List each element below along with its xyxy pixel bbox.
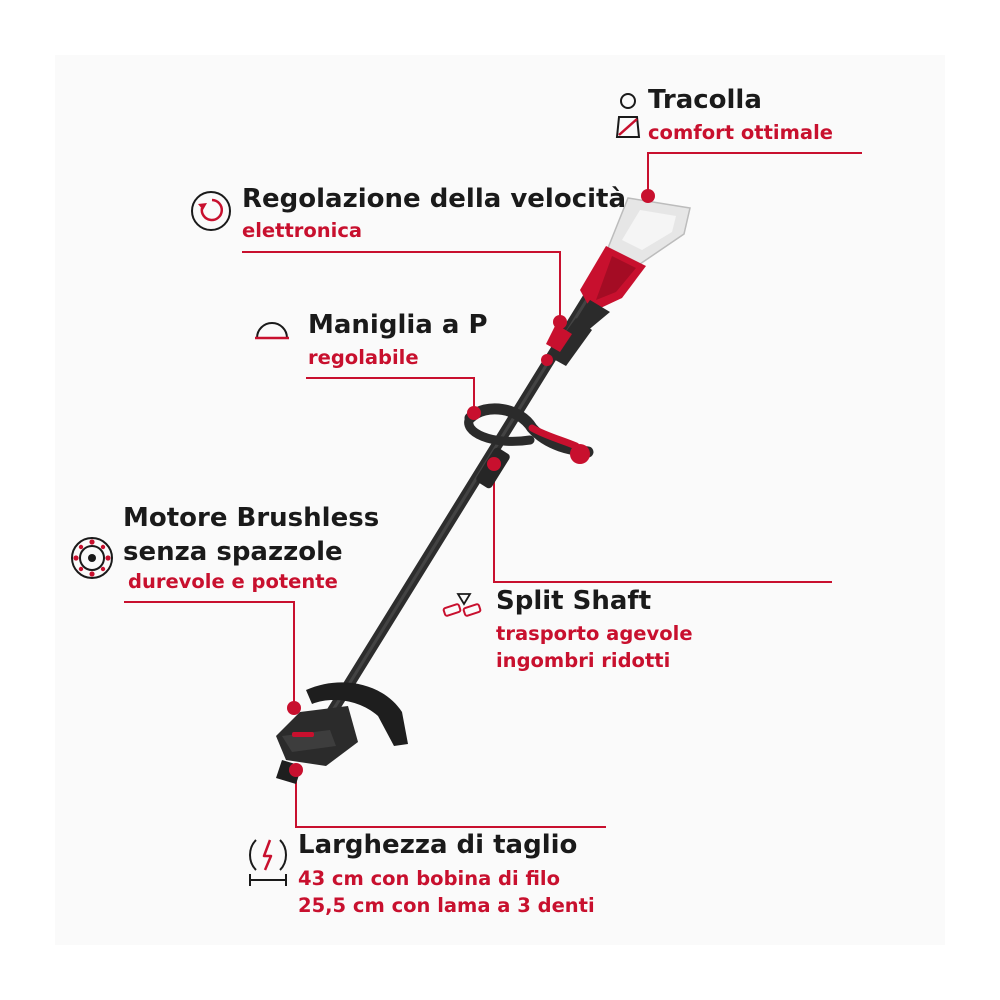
tracolla-title: Tracolla xyxy=(648,85,762,115)
cutting-width-icon xyxy=(249,839,287,886)
motore-title-line1: Motore Brushless xyxy=(123,503,380,533)
callout-line-maniglia xyxy=(306,377,475,410)
split-shaft-icon xyxy=(442,593,482,617)
trigger-handle xyxy=(541,318,592,366)
split-subtitle-line1: trasporto agevole xyxy=(496,622,693,645)
velocita-subtitle: elettronica xyxy=(242,219,363,242)
cutting-head xyxy=(276,682,408,784)
callout-line-motore xyxy=(124,601,295,706)
callout-dot-taglio xyxy=(289,763,303,777)
speed-dial-icon xyxy=(191,191,231,231)
callout-line-taglio xyxy=(295,772,606,828)
callout-dot-split xyxy=(487,457,501,471)
maniglia-title: Maniglia a P xyxy=(308,310,488,340)
taglio-title: Larghezza di taglio xyxy=(298,830,578,860)
taglio-subtitle-line2: 25,5 cm con lama a 3 denti xyxy=(298,894,595,917)
split-subtitle-line2: ingombri ridotti xyxy=(496,649,671,672)
motore-subtitle: durevole e potente xyxy=(128,570,338,593)
callout-dot-maniglia xyxy=(467,406,481,420)
callout-dots xyxy=(287,189,655,777)
background-panel xyxy=(55,55,945,945)
callout-dot-velocita xyxy=(553,315,567,329)
callout-line-split xyxy=(493,466,832,583)
callout-line-tracolla xyxy=(647,152,862,193)
velocita-title: Regolazione della velocità xyxy=(242,184,627,214)
callout-dot-motore xyxy=(287,701,301,715)
motore-title-line2: senza spazzole xyxy=(123,537,343,567)
callout-lines xyxy=(124,152,862,828)
person-strap-icon xyxy=(615,93,641,138)
p-handle xyxy=(464,403,594,464)
tracolla-subtitle: comfort ottimale xyxy=(648,121,833,144)
taglio-subtitle-line1: 43 cm con bobina di filo xyxy=(298,867,561,890)
callout-dot-tracolla xyxy=(641,189,655,203)
split-title: Split Shaft xyxy=(496,586,652,616)
battery-housing xyxy=(576,197,691,332)
callout-line-velocita xyxy=(242,251,561,320)
maniglia-subtitle: regolabile xyxy=(308,346,419,369)
brushless-motor-icon xyxy=(71,537,113,579)
handle-arch-icon xyxy=(255,322,289,340)
